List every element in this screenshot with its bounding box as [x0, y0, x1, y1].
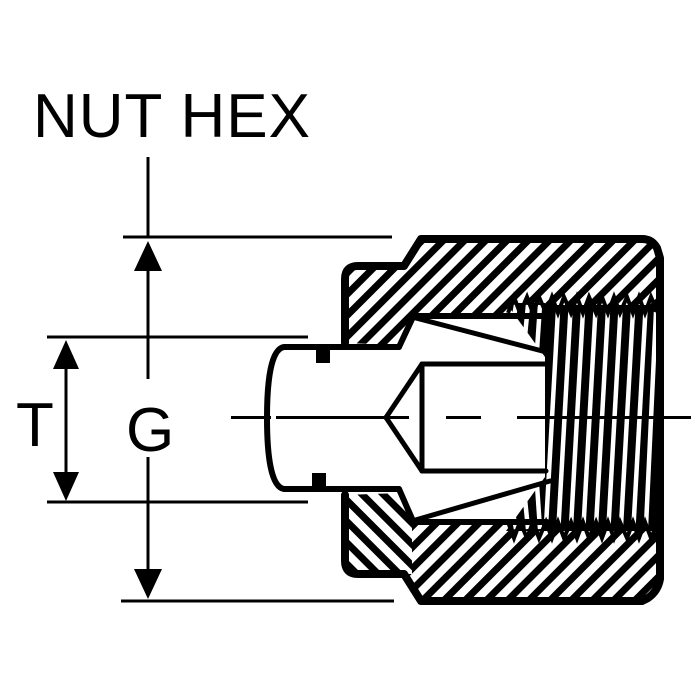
- ferrule-tab-lower: [312, 473, 326, 489]
- inner-cavity-lines: [396, 313, 553, 525]
- lower-section-hatch-main: [404, 522, 660, 601]
- nut-hex-label: NUT HEX: [33, 82, 311, 151]
- nut-hex-dimension-line: [134, 157, 162, 599]
- ferrule-tab-upper: [316, 347, 330, 363]
- lower-section-hatch-step: [345, 493, 412, 574]
- dimension-annotations: NUT HEX T G: [16, 82, 394, 603]
- g-dimension-label: G: [126, 396, 175, 465]
- upper-section-hatch: [345, 239, 660, 345]
- fitting-body: [231, 235, 691, 605]
- t-dimension-line: [53, 340, 79, 501]
- bore-and-cone: [383, 361, 549, 474]
- t-dimension-label: T: [16, 391, 55, 460]
